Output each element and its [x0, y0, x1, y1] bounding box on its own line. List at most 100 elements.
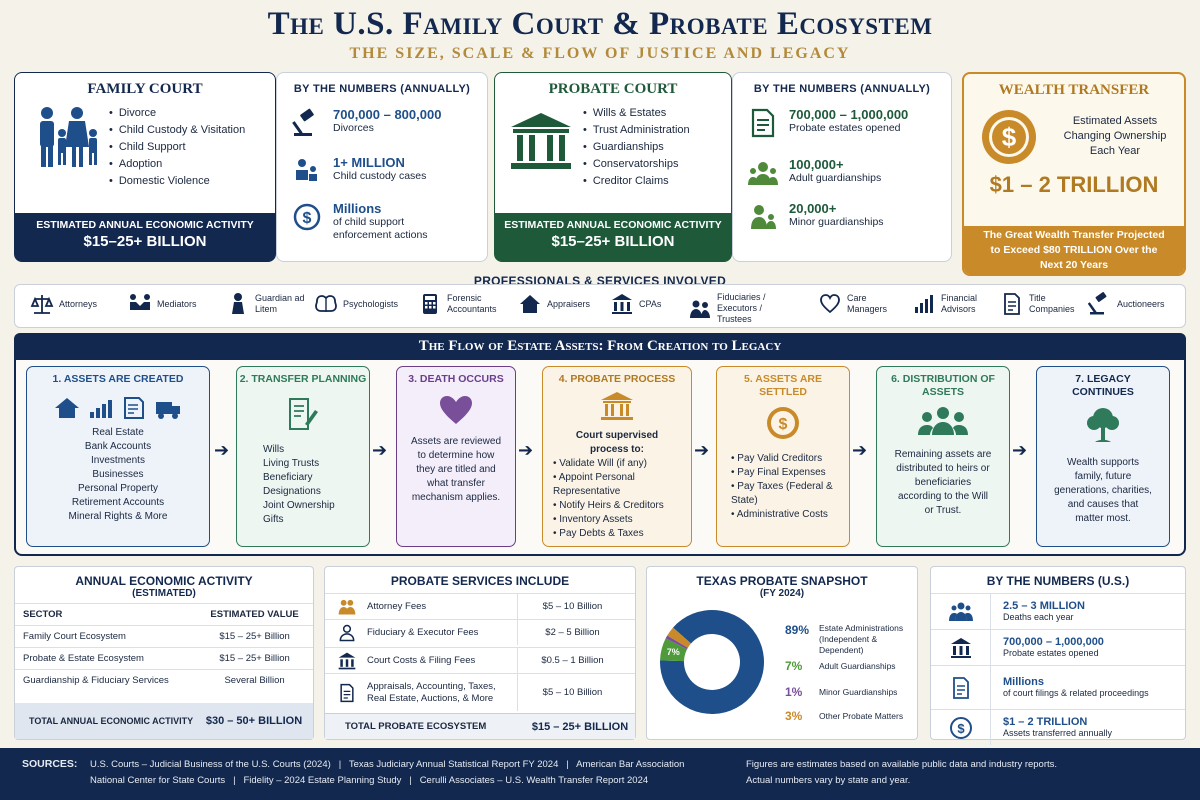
step-line: Bank Accounts: [84, 441, 152, 452]
cell: $15 – 25+ Billion: [196, 647, 313, 670]
arrow-icon: ➔: [372, 440, 388, 460]
gavel-icon: [291, 107, 323, 139]
stat-label: Adult guardianships: [789, 172, 882, 184]
list-item: Conservatorships: [583, 156, 690, 173]
stat-value: 100,000+: [789, 157, 844, 172]
guardian-icon: [232, 293, 244, 314]
professional-label: Appraisers: [547, 298, 591, 309]
legend-pct: 3%: [785, 709, 803, 723]
stat-value: Millions: [333, 201, 382, 216]
professional-item: Fiduciaries / Executors / Trustees: [688, 292, 797, 325]
step-line: Mineral Rights & More: [68, 511, 168, 522]
wealth-transfer-value: $1 – 2 TRILLION: [989, 172, 1159, 197]
brain-icon: [315, 295, 337, 312]
col-header: ESTIMATED VALUE: [196, 603, 313, 626]
professional-item: Psychologists: [314, 292, 398, 316]
flow-step-3: 3. DEATH OCCURS Assets are reviewed to d…: [396, 366, 516, 547]
step-line: Investments: [91, 455, 145, 466]
professional-label: Psychologists: [343, 298, 399, 309]
econ-table-card: ANNUAL ECONOMIC ACTIVITY (ESTIMATED) SEC…: [14, 566, 314, 740]
stat-value: 700,000 – 1,000,000: [789, 107, 909, 122]
cell: Probate & Estate Ecosystem: [15, 647, 197, 670]
step-title: 7. LEGACY CONTINUES: [1072, 373, 1134, 398]
cell: Guardianship & Fiduciary Services: [15, 669, 197, 692]
pie-slice: [667, 627, 691, 648]
footer-note-1: Figures are estimates based on available…: [746, 759, 1058, 770]
step-bullet: Notify Heirs & Creditors: [553, 499, 691, 513]
footer-note-2: Actual numbers vary by state and year.: [746, 775, 911, 786]
family-court-list: Divorce Child Custody & Visitation Child…: [109, 105, 245, 190]
document-icon: [1004, 293, 1020, 315]
step-intro: Court supervised process to:: [575, 430, 659, 455]
stat-label: of court filings & related proceedings: [1003, 688, 1149, 698]
courthouse-icon: [509, 111, 573, 176]
wealth-transfer-desc: Estimated Assets Changing Ownership Each…: [1063, 115, 1167, 157]
econ-total-row: TOTAL ANNUAL ECONOMIC ACTIVITY $30 – 50+…: [15, 703, 313, 739]
footer-label: SOURCES:: [22, 758, 78, 770]
step-bullet: Pay Debts & Taxes: [553, 527, 691, 541]
texas-card: TEXAS PROBATE SNAPSHOT (FY 2024) 7% 89%E…: [646, 566, 918, 740]
people-icon: [338, 599, 356, 614]
chart-icon: [90, 400, 112, 418]
house-icon: [520, 295, 540, 313]
probate-numbers-card: BY THE NUMBERS (ANNUALLY) 700,000 – 1,00…: [732, 72, 952, 262]
legend-item: 89% Estate Administrations (Independent &…: [785, 623, 915, 656]
econ-total-label: TOTAL ANNUAL ECONOMIC ACTIVITY: [29, 716, 194, 726]
professional-label: Mediators: [157, 298, 197, 309]
heart-icon: [440, 396, 472, 424]
professional-label: Title Companies: [1029, 293, 1075, 314]
step-title: 6. DISTRIBUTION OF ASSETS: [891, 373, 995, 398]
probate-court-title: PROBATE COURT: [548, 81, 678, 97]
footer-sources-line-2: National Center for State Courts | Fidel…: [90, 775, 649, 786]
professional-item: Guardian ad Litem: [226, 292, 317, 316]
step-line: Real Estate: [92, 427, 144, 438]
step-line: Joint Ownership: [263, 500, 335, 511]
cell: Family Court Ecosystem: [15, 625, 197, 648]
stat-row: 100,000+Adult guardianships: [747, 157, 881, 189]
step-text: Remaining assets are distributed to heir…: [894, 449, 992, 516]
wealth-transfer-note: The Great Wealth Transfer Projected to E…: [964, 226, 1184, 274]
stat-label: Deaths each year: [1003, 612, 1074, 622]
svg-text:$: $: [957, 721, 965, 736]
svg-text:$: $: [1002, 122, 1017, 152]
asset-icons: [27, 396, 209, 420]
dollar-icon: $: [291, 201, 323, 233]
truck-icon: [156, 402, 180, 419]
professional-label: Auctioneers: [1117, 298, 1165, 309]
legend-item: 7%Adult Guardianships: [785, 659, 915, 673]
professional-label: Financial Advisors: [941, 293, 978, 314]
professional-item: CPAs: [610, 292, 661, 316]
list-item: Child Custody & Visitation: [109, 122, 245, 139]
stat-label: Child custody cases: [333, 170, 427, 182]
step-text: Wealth supports family, future generatio…: [1054, 457, 1152, 524]
family-numbers-title: BY THE NUMBERS (ANNUALLY): [293, 83, 471, 95]
stat-label: Probate estates opened: [789, 122, 901, 134]
stat-value: 2.5 – 3 MILLION: [1003, 600, 1085, 612]
services-total-label: TOTAL PROBATE ECOSYSTEM: [345, 721, 487, 732]
stat-value: 20,000+: [789, 201, 837, 216]
cell: Several Billion: [196, 669, 313, 692]
group-icon: [747, 157, 779, 189]
econ-total-value: $30 – 50+ BILLION: [205, 715, 303, 727]
stat-label: Minor guardianships: [789, 216, 884, 228]
house-icon: [55, 398, 79, 418]
step-line: Designations: [263, 486, 321, 497]
pie-slice: [665, 635, 688, 650]
step-bullet: Appoint Personal Representative: [553, 471, 691, 499]
dollar-icon: $: [949, 716, 972, 739]
legend-label: Estate Administrations (Independent & De…: [819, 623, 904, 655]
legend-pct: 89%: [785, 623, 810, 637]
service-value: $5 – 10 Billion: [517, 674, 627, 711]
care-icon: [820, 294, 840, 314]
stat-label: Probate estates opened: [1003, 648, 1099, 658]
courthouse-icon: [601, 392, 633, 420]
